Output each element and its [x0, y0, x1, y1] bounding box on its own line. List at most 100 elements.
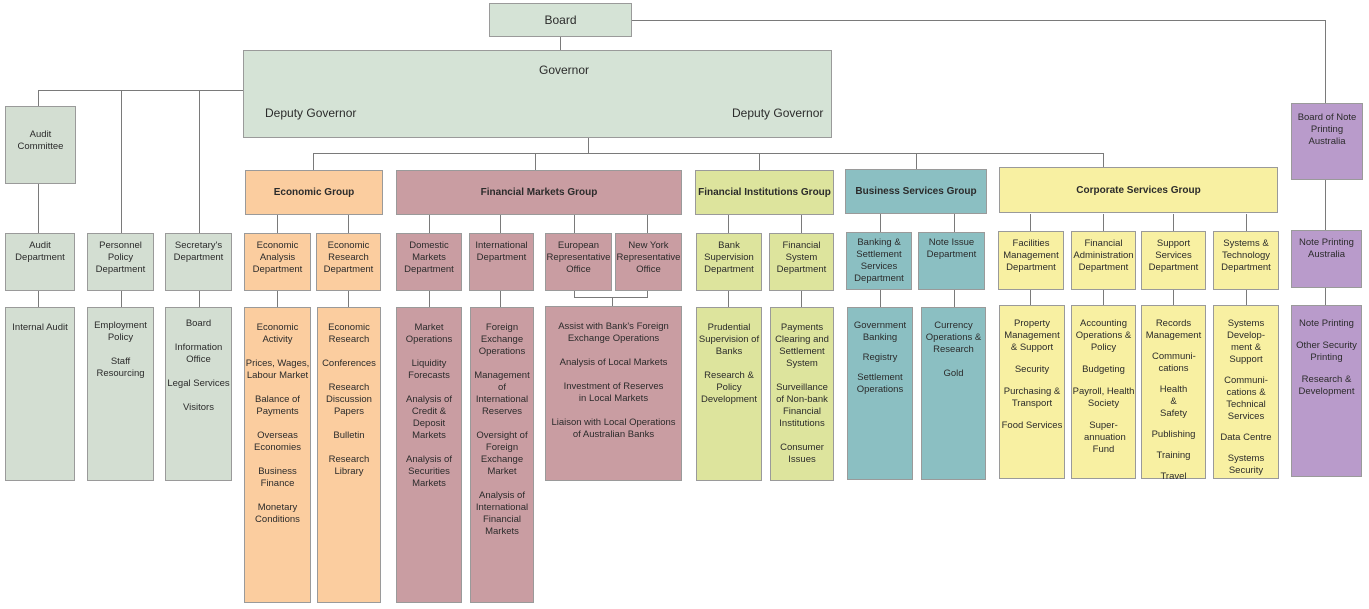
item: Prudential Supervision of Banks — [698, 322, 760, 357]
secretary-department-label: Secretary's Department — [173, 240, 224, 263]
audit-items-box: Internal Audit — [5, 307, 75, 481]
connector — [1325, 20, 1326, 105]
item: Systems Security — [1227, 453, 1265, 476]
connector — [612, 297, 613, 307]
item: Bulletin — [333, 430, 365, 441]
items-box: Property Management & Support Security P… — [999, 305, 1065, 479]
items-box: Records Management Communi-cations Healt… — [1141, 305, 1206, 482]
item: Employment Policy — [94, 320, 147, 343]
economic-group-box: Economic Group — [245, 170, 383, 215]
board-of-note-printing-box: Board of Note Printing Australia — [1291, 103, 1363, 180]
item: Training — [1156, 450, 1191, 461]
item: Research Library — [328, 454, 370, 477]
item: Legal Services — [167, 378, 230, 389]
item: Consumer Issues — [780, 442, 824, 465]
connector — [574, 297, 648, 298]
department-label: Financial System Department — [776, 240, 827, 275]
department-box: Domestic Markets Department — [396, 233, 462, 291]
connector — [1030, 290, 1031, 305]
audit-department-box: Audit Department — [5, 233, 75, 291]
department-label: International Department — [475, 240, 528, 263]
item: Communi-cations — [1152, 351, 1196, 374]
item: Information Office — [174, 342, 223, 365]
connector — [728, 290, 729, 307]
item: Balance of Payments — [255, 394, 300, 417]
item: Liaison with Local Operations of Austral… — [551, 417, 676, 440]
connector — [1103, 153, 1104, 168]
item: Gold — [943, 368, 964, 379]
connector — [429, 214, 430, 233]
item: Internal Audit — [12, 322, 68, 333]
items-box: Economic Activity Prices, Wages, Labour … — [244, 307, 311, 603]
connector — [801, 290, 802, 307]
deputy-governor-left-label: Deputy Governor — [265, 106, 357, 120]
items-box: Economic Research Conferences Research D… — [317, 307, 381, 603]
department-box: Facilities Management Department — [998, 231, 1064, 290]
connector — [348, 214, 349, 233]
item: Liquidity Forecasts — [408, 358, 450, 381]
board-of-note-printing-label: Board of Note Printing Australia — [1297, 112, 1357, 147]
economic-group-label: Economic Group — [273, 187, 355, 198]
connector — [759, 153, 760, 170]
item: Economic Activity — [256, 322, 299, 345]
connector — [500, 290, 501, 307]
connector — [801, 214, 802, 233]
connector — [277, 290, 278, 307]
item: Other Security Printing — [1296, 340, 1357, 363]
item: Food Services — [1001, 420, 1063, 431]
items-box: Payments Clearing and Settlement System … — [770, 307, 834, 481]
item: Communi-cations & Technical Services — [1224, 375, 1268, 422]
board-label: Board — [544, 13, 577, 27]
personnel-department-label: Personnel Policy Department — [95, 240, 146, 275]
connector — [38, 290, 39, 307]
department-box: International Department — [469, 233, 534, 291]
department-box: Support Services Department — [1141, 231, 1206, 290]
department-label: Banking & Settlement Services Department — [854, 237, 904, 284]
connector — [199, 290, 200, 307]
item: Systems Develop-ment & Support — [1226, 318, 1266, 365]
connector — [38, 90, 243, 91]
item: Overseas Economies — [254, 430, 301, 453]
personnel-department-box: Personnel Policy Department — [87, 233, 154, 291]
department-label: Economic Research Department — [323, 240, 374, 275]
item: Research & Policy Development — [701, 370, 757, 405]
governor-label: Governor — [539, 63, 590, 77]
items-box: Currency Operations & Research Gold — [921, 307, 986, 480]
department-label: Bank Supervision Department — [704, 240, 754, 275]
item: Analysis of International Financial Mark… — [475, 490, 529, 537]
financial-institutions-group-label: Financial Institutions Group — [698, 187, 831, 198]
connector — [1246, 290, 1247, 305]
connector — [1103, 214, 1104, 233]
connector — [1325, 179, 1326, 230]
audit-committee-label: Audit Committee — [17, 129, 64, 152]
item: Purchasing & Transport — [1003, 386, 1061, 409]
item: Oversight of Foreign Exchange Market — [476, 430, 528, 477]
connector — [954, 214, 955, 233]
personnel-items-box: Employment Policy Staff Resourcing — [87, 307, 154, 481]
items-box: Foreign Exchange Operations Management o… — [470, 307, 534, 603]
corporate-services-group-label: Corporate Services Group — [1076, 184, 1201, 196]
connector — [1325, 288, 1326, 305]
item: Conferences — [322, 358, 376, 369]
department-label: Domestic Markets Department — [404, 240, 454, 275]
connector — [1030, 214, 1031, 233]
item: Board — [185, 318, 212, 329]
items-box: Market Operations Liquidity Forecasts An… — [396, 307, 462, 603]
connector — [277, 214, 278, 233]
connector — [560, 36, 561, 51]
connector — [121, 90, 122, 233]
connector — [199, 90, 200, 233]
items-box: Systems Develop-ment & Support Communi-c… — [1213, 305, 1279, 479]
connector — [954, 290, 955, 307]
item: Prices, Wages, Labour Market — [245, 358, 310, 381]
connector — [348, 290, 349, 307]
items-box: Prudential Supervision of Banks Research… — [696, 307, 762, 481]
department-label: New York Representative Office — [616, 240, 681, 275]
item: Payments Clearing and Settlement System — [775, 322, 829, 369]
connector — [121, 290, 122, 307]
item: Records Management — [1145, 318, 1202, 341]
deputy-governor-right-label: Deputy Governor — [732, 106, 824, 120]
department-label: Systems & Technology Department — [1221, 238, 1271, 273]
department-label: Economic Analysis Department — [252, 240, 303, 275]
item: Analysis of Credit & Deposit Markets — [406, 394, 452, 441]
